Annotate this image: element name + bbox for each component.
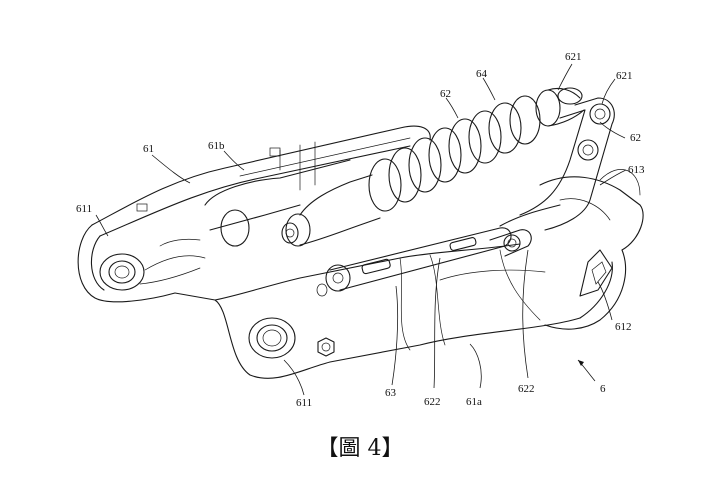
- label-613: 613: [628, 164, 645, 176]
- label-61: 61: [143, 143, 154, 155]
- label-622-left: 622: [424, 396, 441, 408]
- link-rod: [316, 227, 512, 297]
- figure-caption: 【圖 4】: [316, 436, 404, 461]
- label-611-bottom: 611: [296, 397, 312, 409]
- label-61a: 61a: [466, 396, 482, 408]
- label-621-right: 621: [616, 70, 633, 82]
- label-63: 63: [385, 387, 397, 399]
- label-611-left: 611: [76, 203, 92, 215]
- label-61b: 61b: [208, 140, 225, 152]
- label-621-top: 621: [565, 51, 582, 63]
- label-622-right: 622: [518, 383, 535, 395]
- leader-lines: [95, 63, 627, 396]
- shock-absorber: [281, 87, 585, 247]
- label-62-top: 62: [440, 88, 451, 100]
- link-assembly: [489, 97, 615, 257]
- upper-bracket: [136, 141, 351, 247]
- label-62-right: 62: [630, 132, 641, 144]
- label-6: 6: [600, 383, 606, 395]
- swing-arm-body: [77, 125, 644, 379]
- label-64: 64: [476, 68, 488, 80]
- reference-labels: 621 621 64 62 62 61 61b 613 611 611 612 …: [76, 51, 645, 409]
- label-612: 612: [615, 321, 632, 333]
